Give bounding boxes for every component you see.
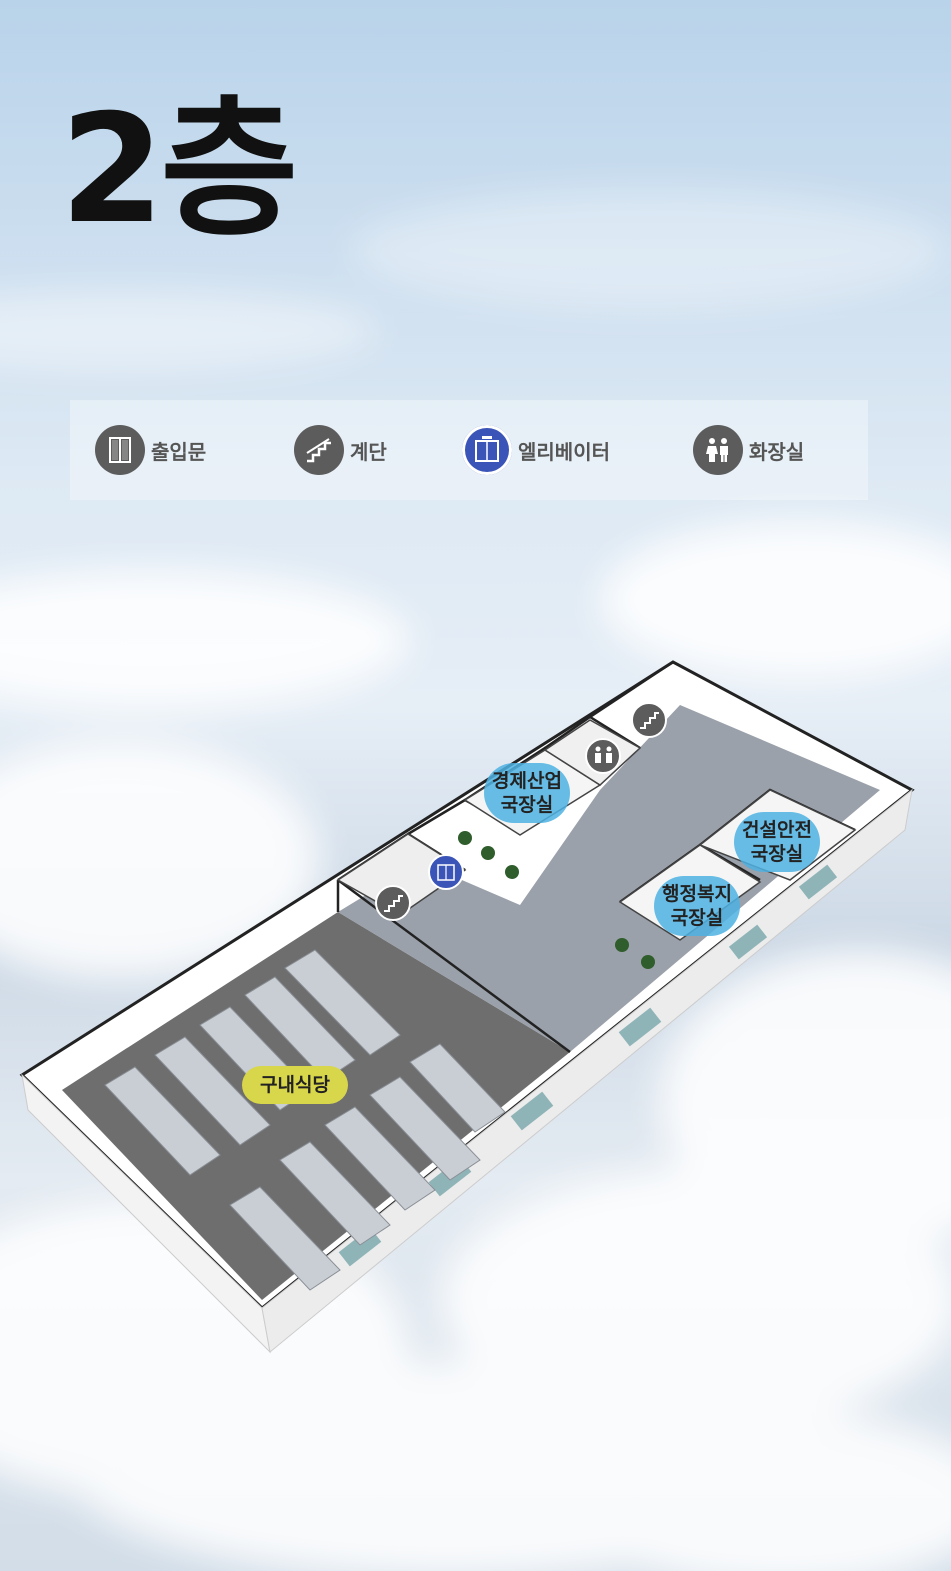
map-stairs-icon-bottom[interactable] [375,885,411,921]
legend-restroom: 화장실 [693,424,804,476]
economy-office-label-line1: 경제산업 [492,770,562,792]
building-side-east [261,788,913,1353]
construction-office-label-line1: 건설안전 [742,819,812,841]
legend-label-stairs: 계단 [350,439,387,464]
door-icon [95,425,145,475]
legend-stairs: 계단 [294,424,387,476]
floor-plan [19,660,915,1354]
legend-entrance: 출입문 [95,424,206,476]
legend-label-entrance: 출입문 [151,439,207,464]
admin-office-label[interactable]: 행정복지 국장실 [654,876,740,936]
economy-office-label-line2: 국장실 [500,794,554,816]
construction-office-label-line2: 국장실 [750,843,804,865]
legend-label-elevator: 엘리베이터 [518,439,610,464]
elevator-icon [462,425,512,475]
legend-panel: 출입문 계단 엘리베이터 [70,400,868,500]
admin-office-label-line1: 행정복지 [662,883,732,905]
cafeteria-label[interactable]: 구내식당 [242,1066,348,1104]
admin-office-label-line2: 국장실 [670,907,724,929]
legend-elevator: 엘리베이터 [462,424,610,476]
stairs-icon [294,425,344,475]
map-elevator-icon[interactable] [428,854,464,890]
economy-office-label[interactable]: 경제산업 국장실 [484,763,570,823]
map-restroom-icon[interactable] [585,738,621,774]
legend-label-restroom: 화장실 [749,439,805,464]
cafeteria-floor [62,912,570,1300]
cafeteria-label-text: 구내식당 [260,1074,330,1096]
page-title: 2층 [60,83,298,257]
plants [458,831,655,969]
map-stairs-icon-top[interactable] [631,702,667,738]
construction-office-label[interactable]: 건설안전 국장실 [734,812,820,872]
restroom-icon [693,425,743,475]
corridor-floor [338,705,880,1052]
